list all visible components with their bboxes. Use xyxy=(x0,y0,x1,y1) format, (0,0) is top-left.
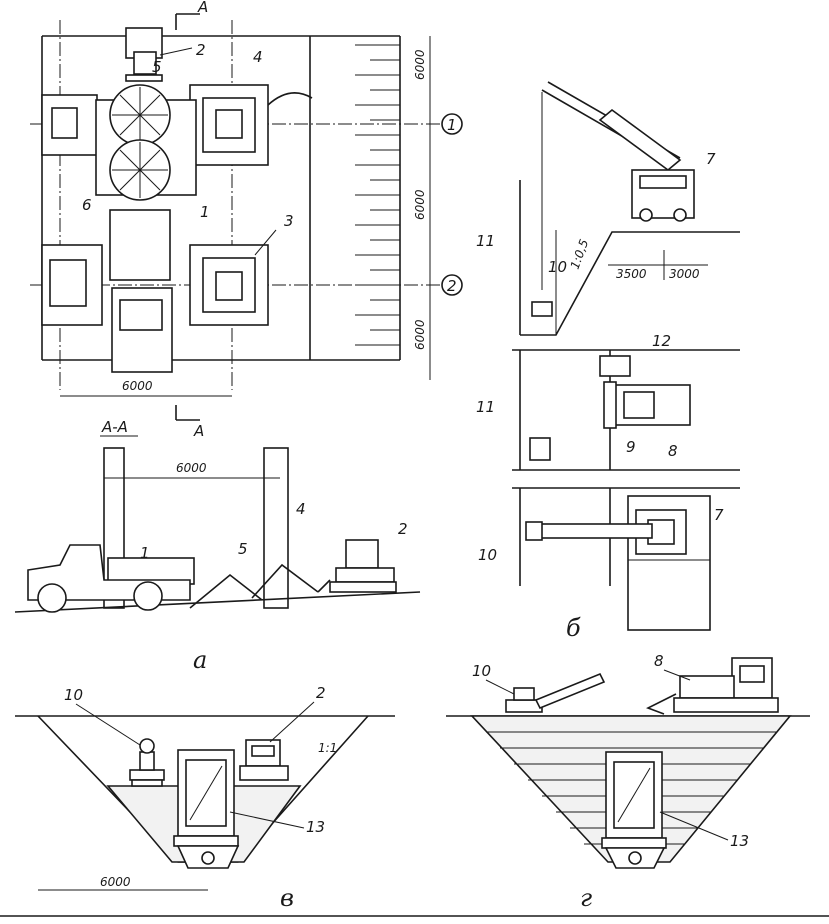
axis-2-label: 2 xyxy=(447,277,457,295)
dump-truck xyxy=(27,544,195,613)
label-10-plan: 10 xyxy=(478,546,497,564)
label-13-g: 13 xyxy=(730,832,749,850)
plan-dim-v2: 6000 xyxy=(413,189,427,220)
rammer-10 xyxy=(129,738,165,787)
label-4-plan: 4 xyxy=(253,48,263,66)
label-10-crane: 10 xyxy=(548,258,567,276)
section-title: A-A xyxy=(101,418,128,436)
plan-dim-v1: 6000 xyxy=(413,49,427,80)
label-11-top: 11 xyxy=(476,232,495,250)
plan-tick-strip xyxy=(355,44,400,346)
label-4-section: 4 xyxy=(296,500,306,518)
label-12: 12 xyxy=(652,332,671,350)
foundation-pad xyxy=(41,244,103,326)
panel-g: 10 8 13 г xyxy=(446,652,810,912)
label-7-plan: 7 xyxy=(714,506,724,524)
soil-pile xyxy=(189,573,263,609)
bulldozer xyxy=(317,539,397,593)
bulldozer-8 xyxy=(646,657,779,715)
section-mark-top: A xyxy=(197,0,208,16)
crane-plan xyxy=(525,495,711,631)
label-2-section: 2 xyxy=(398,520,408,538)
panel-label-g: г xyxy=(580,884,592,912)
panel-label-a: а xyxy=(193,646,207,674)
label-8-g: 8 xyxy=(654,652,664,670)
foundation-pad xyxy=(189,84,269,166)
foundation-pad xyxy=(41,94,98,156)
section-a-a: A-A 6000 1 4 5 2 а xyxy=(14,418,421,674)
dim-3500: 3500 xyxy=(616,267,647,281)
label-10-g: 10 xyxy=(472,662,491,680)
label-6-plan: 6 xyxy=(82,196,92,214)
dim-3000: 3000 xyxy=(669,267,700,281)
soil-pile-5 xyxy=(109,84,171,146)
rammer-arm-10 xyxy=(505,672,606,713)
plan-dim-width: 6000 xyxy=(122,379,153,393)
truck-plan xyxy=(109,209,173,373)
crane xyxy=(531,81,695,317)
soil-pile xyxy=(251,563,319,599)
panel-label-b: б xyxy=(566,614,581,642)
axis-1-label: 1 xyxy=(447,116,457,134)
slope-label-05: 1:0,5 xyxy=(568,237,592,271)
bulldozer-trench xyxy=(599,355,691,429)
label-2-plan: 2 xyxy=(196,41,206,59)
slope-label-1: 1:1 xyxy=(318,741,337,755)
label-5-section: 5 xyxy=(238,540,248,558)
label-9: 9 xyxy=(626,438,636,456)
foundation-pad xyxy=(189,244,269,326)
label-5-plan: 5 xyxy=(152,58,162,76)
axis-bubble-1 xyxy=(441,113,463,135)
section-dim-span: 6000 xyxy=(176,461,207,475)
label-10-v: 10 xyxy=(64,686,83,704)
label-8-trench: 8 xyxy=(668,442,678,460)
label-11-mid: 11 xyxy=(476,398,495,416)
column-right xyxy=(263,447,289,609)
soil-pile-6 xyxy=(109,139,171,201)
axis-bubble-2 xyxy=(441,274,463,296)
label-13-v: 13 xyxy=(306,818,325,836)
dim-6000-v: 6000 xyxy=(100,875,131,889)
plan-dim-v3: 6000 xyxy=(413,319,427,350)
compactor-9 xyxy=(529,437,551,461)
label-7-crane: 7 xyxy=(706,150,716,168)
panel-label-v: в xyxy=(280,884,294,912)
arch-detail xyxy=(267,92,313,106)
label-3-plan: 3 xyxy=(284,212,294,230)
section-mark-bottom: A xyxy=(193,422,204,440)
panel-v: 10 2 1:1 13 6000 в xyxy=(15,684,395,912)
label-1-section: 1 xyxy=(140,544,150,562)
label-2-v: 2 xyxy=(316,684,326,702)
label-1-plan: 1 xyxy=(200,203,210,221)
plan-view: 1 2 xyxy=(30,0,463,440)
bulldozer-small-2 xyxy=(239,739,289,781)
bulldozer-plan xyxy=(125,27,163,82)
panel-b: 1:0,5 3500 3000 7 11 10 12 11 9 8 xyxy=(476,81,740,642)
